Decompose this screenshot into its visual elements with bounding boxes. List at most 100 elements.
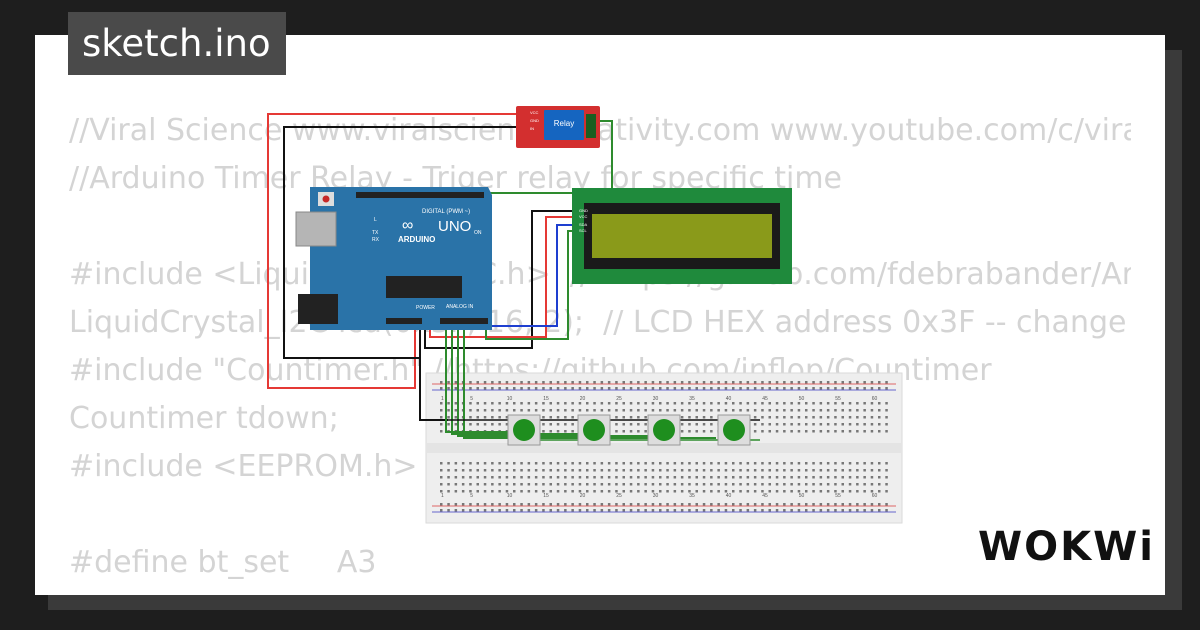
breadboard-hole <box>739 509 742 512</box>
breadboard-hole <box>783 387 786 390</box>
breadboard-hole <box>856 387 859 390</box>
breadboard-hole <box>746 476 750 479</box>
breadboard-hole <box>841 490 844 493</box>
breadboard-hole <box>680 503 684 506</box>
breadboard-hole <box>491 469 494 472</box>
breadboard-hole <box>797 409 801 412</box>
breadboard-hole <box>564 402 567 405</box>
breadboard-hole <box>702 423 706 426</box>
arduino-uno[interactable]: ∞ UNO ARDUINO DIGITAL (PWM ~) ANALOG IN … <box>295 187 492 330</box>
breadboard-hole <box>637 387 640 390</box>
breadboard-hole <box>505 462 509 465</box>
breadboard-hole <box>717 490 720 493</box>
breadboard-hole <box>615 402 618 405</box>
breadboard-hole <box>651 509 655 512</box>
breadboard-hole <box>600 483 604 486</box>
breadboard-hole <box>644 469 647 472</box>
breadboard-hole <box>607 503 611 506</box>
breadboard-hole <box>556 402 560 405</box>
breadboard-hole <box>666 469 669 472</box>
file-tab[interactable]: sketch.ino <box>68 12 286 75</box>
breadboard-hole <box>732 387 735 390</box>
breadboard-hole <box>797 469 801 472</box>
breadboard-hole <box>768 469 771 472</box>
breadboard-hole <box>586 402 589 405</box>
breadboard-hole <box>461 490 465 493</box>
breadboard-hole <box>469 469 472 472</box>
breadboard-hole <box>790 462 793 465</box>
push-button-1[interactable] <box>507 414 541 446</box>
relay-module[interactable]: Relay VCC GND IN <box>516 106 600 148</box>
breadboard-hole <box>666 483 669 486</box>
breadboard-hole <box>797 462 801 465</box>
breadboard-hole <box>542 490 545 493</box>
breadboard-hole <box>863 387 866 390</box>
breadboard-hole <box>680 387 684 390</box>
breadboard-hole <box>491 509 494 512</box>
breadboard-hole <box>710 409 713 412</box>
breadboard-hole <box>578 387 582 390</box>
breadboard-hole <box>878 402 881 405</box>
breadboard-hole <box>600 469 604 472</box>
breadboard-hole <box>440 476 443 479</box>
breadboard-hole <box>461 503 465 506</box>
breadboard-hole <box>819 423 823 426</box>
breadboard-hole <box>571 423 574 426</box>
breadboard-hole <box>768 409 771 412</box>
breadboard-hole <box>695 503 698 506</box>
breadboard-hole <box>622 469 625 472</box>
push-button-4[interactable] <box>717 414 751 446</box>
breadboard-hole <box>885 416 888 419</box>
breadboard-hole <box>863 509 866 512</box>
breadboard-hole <box>600 409 604 412</box>
breadboard-hole <box>863 423 866 426</box>
breadboard-hole <box>556 503 560 506</box>
breadboard-hole <box>717 409 720 412</box>
breadboard-hole <box>797 490 801 493</box>
breadboard-hole <box>571 469 574 472</box>
breadboard-hole <box>783 381 786 384</box>
breadboard-hole <box>885 462 888 465</box>
breadboard-hole <box>491 483 494 486</box>
breadboard-hole <box>826 503 830 506</box>
breadboard-hole <box>564 490 567 493</box>
breadboard-hole <box>556 416 560 419</box>
breadboard-hole <box>564 503 567 506</box>
breadboard-column-number: 55 <box>835 493 841 499</box>
breadboard-hole <box>476 469 479 472</box>
breadboard-hole <box>534 469 538 472</box>
breadboard-hole <box>637 483 640 486</box>
breadboard-hole <box>571 490 574 493</box>
breadboard-hole <box>746 483 750 486</box>
lcd-display[interactable]: GND VCC SDA SCL <box>572 188 792 284</box>
breadboard-hole <box>819 462 823 465</box>
breadboard-hole <box>732 476 735 479</box>
breadboard-hole <box>607 469 611 472</box>
breadboard-hole <box>476 402 479 405</box>
breadboard-hole <box>863 381 866 384</box>
breadboard-hole <box>805 387 808 390</box>
breadboard-hole <box>680 381 684 384</box>
breadboard-hole <box>440 469 443 472</box>
breadboard-hole <box>615 462 618 465</box>
breadboard-hole <box>440 509 443 512</box>
breadboard-hole <box>688 381 691 384</box>
breadboard-hole <box>666 503 669 506</box>
push-button-3[interactable] <box>647 414 681 446</box>
breadboard-hole <box>775 423 779 426</box>
breadboard-hole <box>753 381 757 384</box>
push-button-2[interactable] <box>577 414 611 446</box>
breadboard-hole <box>593 409 596 412</box>
wire-green-btn-4 <box>463 323 716 439</box>
breadboard-hole <box>564 409 567 412</box>
breadboard-hole <box>761 483 764 486</box>
breadboard-hole <box>878 381 881 384</box>
breadboard-hole <box>440 483 443 486</box>
breadboard-hole <box>454 509 458 512</box>
breadboard-hole <box>651 476 655 479</box>
breadboard-hole <box>505 381 509 384</box>
breadboard-hole <box>629 387 633 390</box>
